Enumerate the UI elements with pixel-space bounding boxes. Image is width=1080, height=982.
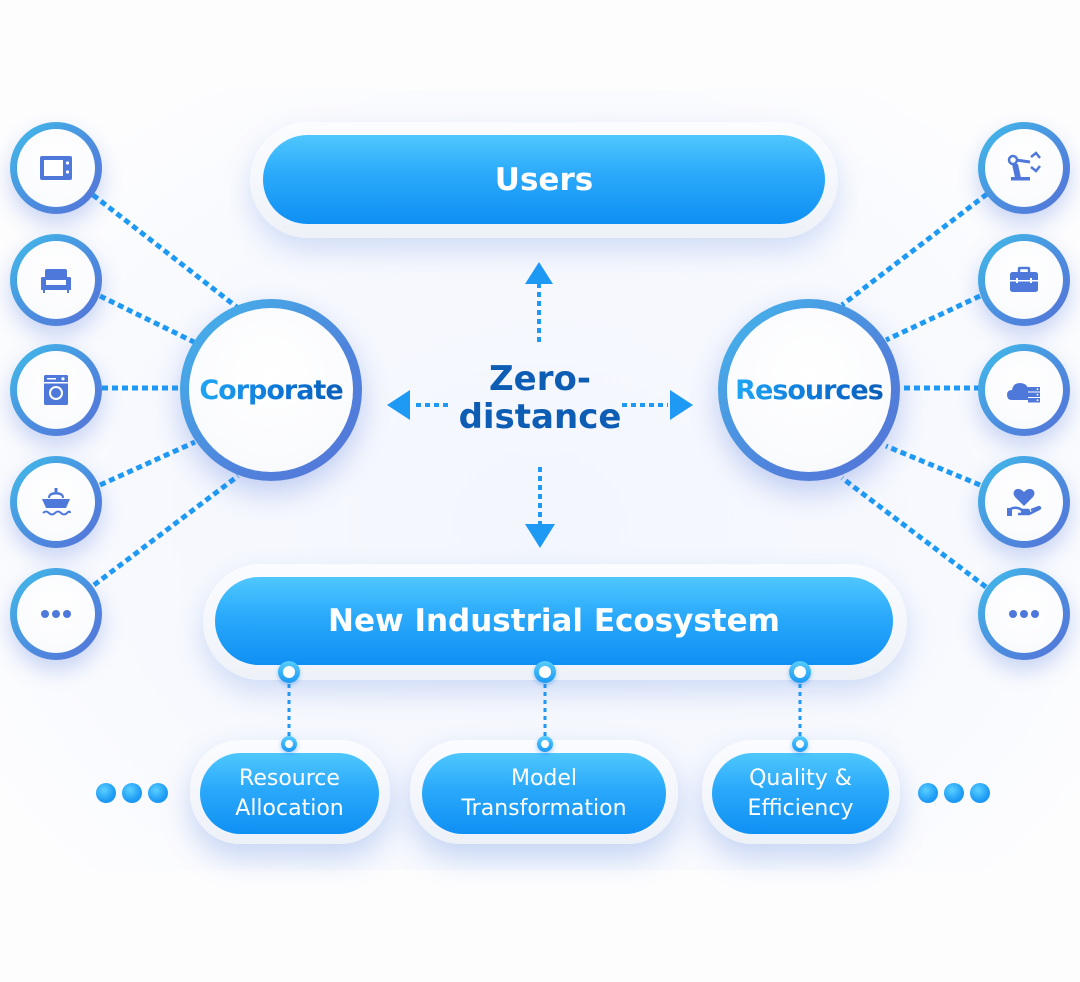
- outcome-quality-efficiency: Quality & Efficiency: [712, 753, 889, 834]
- corporate-item-sofa: [10, 234, 102, 326]
- microwave-icon: [40, 156, 72, 180]
- heart-hand-icon: [1007, 488, 1042, 516]
- link-resources-robot: [840, 192, 989, 307]
- ecosystem-connector-1: [278, 661, 300, 683]
- outcome-resource-allocation: Resource Allocation: [200, 753, 379, 834]
- cloud-server-icon: [1007, 383, 1040, 403]
- resources-item-heart-hand: [978, 456, 1070, 548]
- outcome-1-line2: Allocation: [235, 795, 344, 821]
- ship-icon: [42, 488, 71, 516]
- outcome-1-line1: Resource: [239, 765, 340, 791]
- sofa-icon: [41, 269, 71, 293]
- ecosystem-connector-3: [789, 661, 811, 683]
- ecosystem-node: New Industrial Ecosystem: [215, 577, 893, 665]
- outcome-3-line1: Quality &: [749, 765, 852, 791]
- more-dots-icon: [1009, 610, 1039, 618]
- link-resources-heart: [885, 443, 981, 488]
- corporate-hub: Corporate: [180, 299, 362, 481]
- outcome-connector-2: [537, 736, 553, 752]
- ecosystem-label: New Industrial Ecosystem: [328, 603, 780, 639]
- washing-machine-icon: [44, 375, 68, 405]
- robotic-arm-icon: [1007, 151, 1041, 181]
- ecosystem-connector-2: [534, 661, 556, 683]
- resources-hub: Resources: [718, 299, 900, 481]
- link-corporate-sofa: [98, 293, 196, 345]
- zero-distance-line2: distance: [458, 397, 622, 437]
- corporate-item-washing-machine: [10, 344, 102, 436]
- resources-item-robotic-arm: [978, 122, 1070, 214]
- continuation-dots-left: [96, 783, 168, 803]
- outcome-connector-3: [792, 736, 808, 752]
- arrow-right-head: [670, 390, 693, 420]
- zero-distance-label: Zero- distance: [440, 360, 640, 436]
- link-corporate-ship: [98, 439, 197, 488]
- link-corporate-microwave: [91, 193, 240, 310]
- arrow-up-head: [525, 262, 553, 284]
- outcome-3-line2: Efficiency: [747, 795, 854, 821]
- resources-item-cloud-server: [978, 344, 1070, 436]
- resources-label: Resources: [735, 374, 884, 406]
- arrow-left-head: [387, 390, 410, 420]
- outcome-2-line2: Transformation: [461, 795, 627, 821]
- users-node: Users: [263, 135, 825, 224]
- outcome-connector-1: [281, 736, 297, 752]
- outcome-2-line1: Model: [510, 765, 578, 791]
- corporate-item-microwave: [10, 122, 102, 214]
- corporate-label: Corporate: [199, 374, 343, 406]
- link-resources-more: [840, 476, 988, 589]
- corporate-item-ship: [10, 456, 102, 548]
- zero-distance-line1: Zero-: [489, 359, 591, 399]
- resources-item-briefcase: [978, 234, 1070, 326]
- briefcase-icon: [1010, 266, 1038, 292]
- more-dots-icon: [41, 610, 71, 618]
- corporate-item-more: [10, 568, 102, 660]
- resources-item-more: [978, 568, 1070, 660]
- users-label: Users: [494, 161, 594, 198]
- outcome-model-transformation: Model Transformation: [422, 753, 666, 834]
- continuation-dots-right: [918, 783, 990, 803]
- link-resources-briefcase: [884, 293, 982, 343]
- arrow-down-head: [525, 524, 555, 548]
- link-corporate-more: [92, 474, 240, 587]
